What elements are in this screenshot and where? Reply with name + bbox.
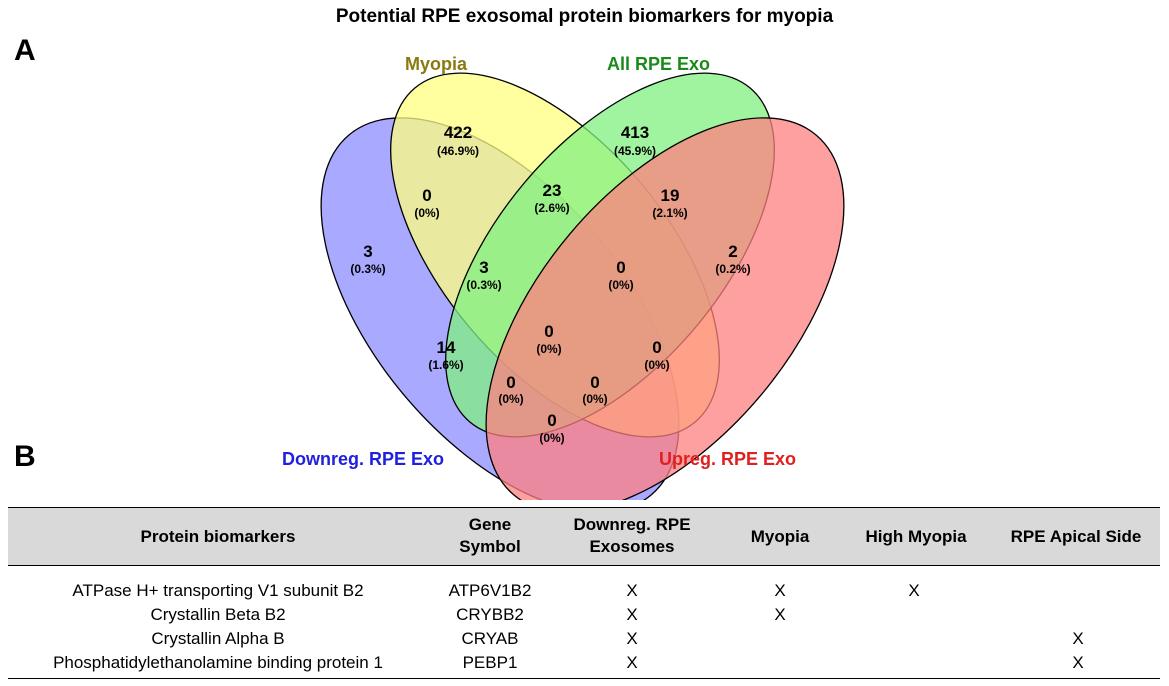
cell-protein: Crystallin Alpha B xyxy=(151,629,285,648)
cell-downreg: X xyxy=(626,605,638,624)
cell-high-myopia: X xyxy=(908,581,920,600)
svg-text:(0%): (0%) xyxy=(414,206,439,220)
region-myopia-allrpe: 23 (2.6%) xyxy=(534,181,569,215)
svg-text:0: 0 xyxy=(422,186,431,205)
svg-text:0: 0 xyxy=(547,411,556,430)
cell-gene: CRYBB2 xyxy=(456,605,524,624)
region-allrpe-upreg: 19 (2.1%) xyxy=(652,186,687,220)
cell-apical: X xyxy=(1072,629,1084,648)
region-upreg-only: 2 (0.2%) xyxy=(715,242,750,276)
svg-text:(0%): (0%) xyxy=(536,342,561,356)
region-downreg-myopia-allrpe: 3 (0.3%) xyxy=(466,258,501,292)
cell-myopia: X xyxy=(774,605,786,624)
cell-downreg: X xyxy=(626,581,638,600)
svg-text:(0.3%): (0.3%) xyxy=(466,278,501,292)
header-high-myopia: High Myopia xyxy=(865,527,967,546)
cell-gene: PEBP1 xyxy=(462,653,518,672)
svg-text:413: 413 xyxy=(621,123,649,142)
svg-text:14: 14 xyxy=(437,338,456,357)
svg-text:3: 3 xyxy=(479,258,488,277)
svg-text:0: 0 xyxy=(544,322,553,341)
header-myopia: Myopia xyxy=(750,527,810,546)
region-allrpe-only: 413 (45.9%) xyxy=(614,123,656,158)
svg-text:(0%): (0%) xyxy=(498,392,523,406)
set-label-all-rpe-exo: All RPE Exo xyxy=(607,54,711,74)
cell-protein: ATPase H+ transporting V1 subunit B2 xyxy=(72,581,364,600)
svg-text:(0.2%): (0.2%) xyxy=(715,262,750,276)
svg-text:0: 0 xyxy=(616,258,625,277)
region-downreg-myopia: 0 (0%) xyxy=(414,186,439,220)
figure-title: Potential RPE exosomal protein biomarker… xyxy=(335,6,834,27)
header-downreg: Downreg. RPE Exosomes xyxy=(573,515,691,556)
svg-text:(2.6%): (2.6%) xyxy=(534,201,569,215)
ellipse-upreg xyxy=(485,117,845,500)
cell-protein: Phosphatidylethanolamine binding protein… xyxy=(53,653,383,672)
cell-myopia: X xyxy=(774,581,786,600)
region-downreg-upreg: 0 (0%) xyxy=(539,411,564,445)
region-myopia-only: 422 (46.9%) xyxy=(437,123,479,158)
svg-text:2: 2 xyxy=(728,242,737,261)
region-downreg-myopia-upreg: 0 (0%) xyxy=(582,373,607,406)
region-myopia-allrpe-upreg: 0 (0%) xyxy=(608,258,633,292)
svg-text:(45.9%): (45.9%) xyxy=(614,144,656,158)
cell-downreg: X xyxy=(626,653,638,672)
cell-gene: CRYAB xyxy=(461,629,519,648)
cell-protein: Crystallin Beta B2 xyxy=(150,605,286,624)
svg-text:0: 0 xyxy=(652,338,661,357)
svg-text:19: 19 xyxy=(661,186,680,205)
svg-text:(0%): (0%) xyxy=(608,278,633,292)
venn-diagram: 422 (46.9%) 413 (45.9%) 3 (0.3%) 2 (0.2%… xyxy=(320,72,845,500)
set-label-myopia: Myopia xyxy=(405,54,468,74)
svg-text:(0.3%): (0.3%) xyxy=(350,262,385,276)
header-protein: Protein biomarkers xyxy=(140,527,296,546)
header-rpe-apical: RPE Apical Side xyxy=(1010,527,1142,546)
panel-label-a: A xyxy=(14,34,36,67)
header-gene-symbol: Gene Symbol xyxy=(459,515,521,556)
svg-text:(1.6%): (1.6%) xyxy=(428,358,463,372)
cell-downreg: X xyxy=(626,629,638,648)
region-all-four: 0 (0%) xyxy=(536,322,561,356)
set-label-downreg-rpe-exo: Downreg. RPE Exo xyxy=(282,449,445,469)
region-downreg-only: 3 (0.3%) xyxy=(350,242,385,276)
svg-text:(0%): (0%) xyxy=(644,358,669,372)
panel-label-b: B xyxy=(14,440,36,473)
svg-text:(2.1%): (2.1%) xyxy=(652,206,687,220)
table-bottom-rule xyxy=(8,678,1160,679)
svg-text:0: 0 xyxy=(590,373,599,392)
svg-text:23: 23 xyxy=(543,181,562,200)
svg-text:(0%): (0%) xyxy=(582,392,607,406)
svg-text:0: 0 xyxy=(506,373,515,392)
region-downreg-allrpe: 14 (1.6%) xyxy=(428,338,463,372)
region-downreg-allrpe-upreg: 0 (0%) xyxy=(498,373,523,406)
cell-apical: X xyxy=(1072,653,1084,672)
svg-text:422: 422 xyxy=(444,123,472,142)
svg-text:(46.9%): (46.9%) xyxy=(437,144,479,158)
svg-text:3: 3 xyxy=(363,242,372,261)
svg-text:(0%): (0%) xyxy=(539,431,564,445)
set-label-upreg-rpe-exo: Upreg. RPE Exo xyxy=(659,449,797,469)
table-header: Protein biomarkers Gene Symbol Downreg. … xyxy=(8,507,1160,566)
cell-gene: ATP6V1B2 xyxy=(448,581,532,600)
region-myopia-upreg: 0 (0%) xyxy=(644,338,669,372)
